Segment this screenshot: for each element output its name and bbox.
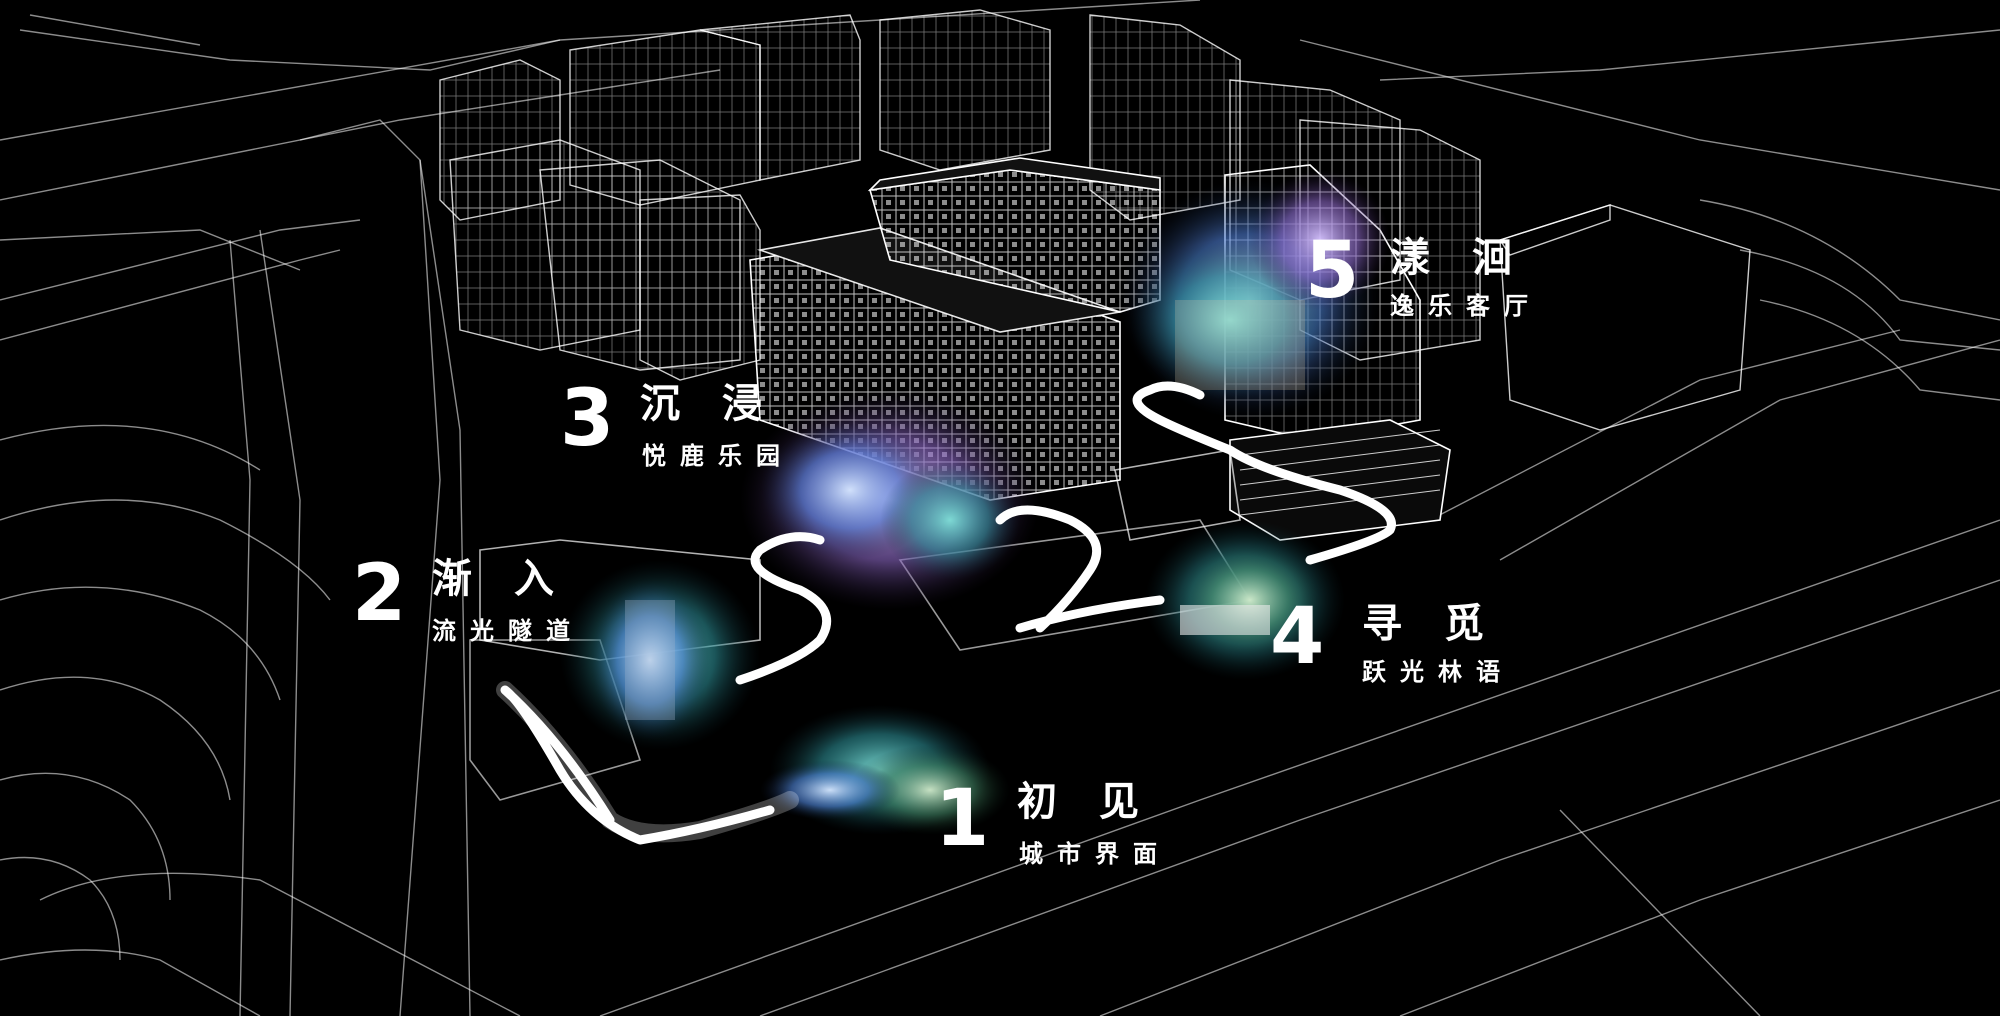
- glow-stop-1: [760, 705, 1010, 835]
- journey-path-glow: [496, 681, 799, 843]
- glow-stop-4: [1145, 520, 1345, 680]
- stop-title: 漾洄: [1390, 235, 1554, 281]
- stop-subtitle: 逸乐客厅: [1390, 292, 1542, 320]
- stop-number: 1: [935, 774, 990, 864]
- stop-title: 渐入: [432, 556, 596, 602]
- stop-subtitle: 流光隧道: [432, 617, 584, 645]
- glow-stop-3: [740, 390, 1040, 610]
- stop-number: 3: [560, 374, 615, 464]
- stop-glows: [560, 170, 1390, 835]
- stop-subtitle: 悦鹿乐园: [642, 442, 794, 470]
- stop-subtitle: 城市界面: [1019, 840, 1171, 868]
- stop-number: 4: [1270, 592, 1325, 682]
- glow-stop-2: [560, 560, 760, 750]
- stop-title: 沉浸: [640, 381, 804, 427]
- glow-stop-5: [1120, 170, 1390, 420]
- journey-path: [500, 381, 1396, 845]
- stop-title: 寻觅: [1362, 601, 1526, 647]
- stop-subtitle: 跃光林语: [1362, 658, 1514, 686]
- stop-title: 初见: [1017, 779, 1181, 825]
- stop-number: 5: [1305, 226, 1360, 316]
- stop-number: 2: [352, 549, 407, 639]
